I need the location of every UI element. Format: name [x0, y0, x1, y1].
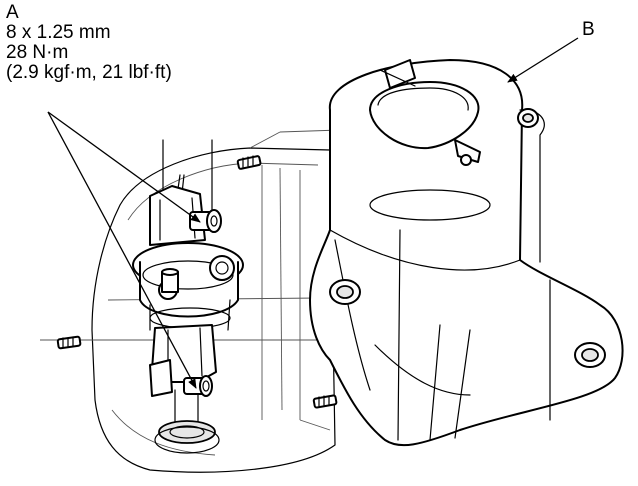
- callout-a-label: A 8 x 1.25 mm 28 N·m (2.9 kgf·m, 21 lbf·…: [6, 3, 172, 83]
- stud-upper: [236, 155, 262, 170]
- stud-left: [56, 335, 82, 350]
- pinch-bolt-lower: [183, 375, 213, 397]
- torque-nm-text: 28 N·m: [6, 42, 69, 63]
- universal-joint: [132, 242, 244, 331]
- pinch-bolt-upper: [189, 209, 222, 233]
- steering-shaft-lower: [154, 389, 220, 454]
- torque-alt-units-text: (2.9 kgf·m, 21 lbf·ft): [6, 62, 172, 83]
- steering-joint-cover: [309, 59, 624, 447]
- callout-a-letter: A: [6, 2, 19, 23]
- callout-b-label: B: [582, 20, 595, 40]
- leader-b: [507, 37, 579, 83]
- cover-mount-right: [574, 342, 606, 368]
- cover-mount-left: [329, 279, 361, 305]
- leader-a: [47, 111, 201, 389]
- cover-mount-top: [517, 108, 539, 128]
- bolt-size-text: 8 x 1.25 mm: [6, 22, 111, 43]
- callout-b-letter: B: [582, 19, 595, 40]
- stud-lower: [312, 394, 338, 409]
